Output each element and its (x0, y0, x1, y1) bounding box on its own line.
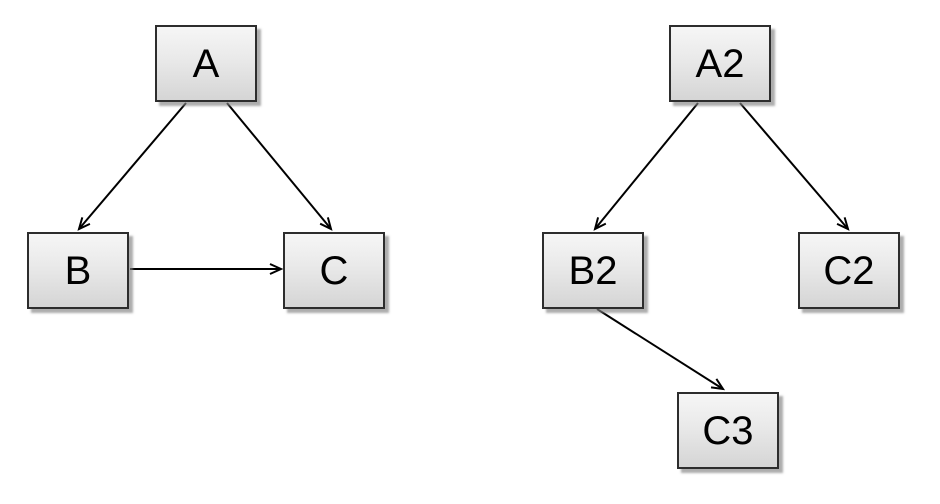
node-C-label: C (319, 248, 349, 293)
node-B2-label: B2 (568, 248, 618, 293)
node-A2: A2 (669, 25, 771, 102)
node-A: A (155, 25, 257, 102)
node-B: B (27, 232, 129, 309)
edge-A2-to-B2 (593, 102, 699, 231)
edge-A-to-C (226, 102, 333, 231)
node-C3-label: C3 (702, 408, 754, 453)
edge-B2-to-C3 (596, 308, 726, 391)
node-B2: B2 (542, 232, 644, 309)
node-C2-label: C2 (823, 248, 875, 293)
node-A2-label: A2 (695, 41, 745, 86)
node-C: C (283, 232, 385, 309)
node-C2: C2 (798, 232, 900, 309)
node-B-label: B (64, 248, 92, 293)
node-C3: C3 (677, 392, 779, 469)
edge-A-to-B (77, 102, 187, 231)
node-A-label: A (192, 41, 220, 86)
edge-A2-to-C2 (739, 102, 850, 231)
